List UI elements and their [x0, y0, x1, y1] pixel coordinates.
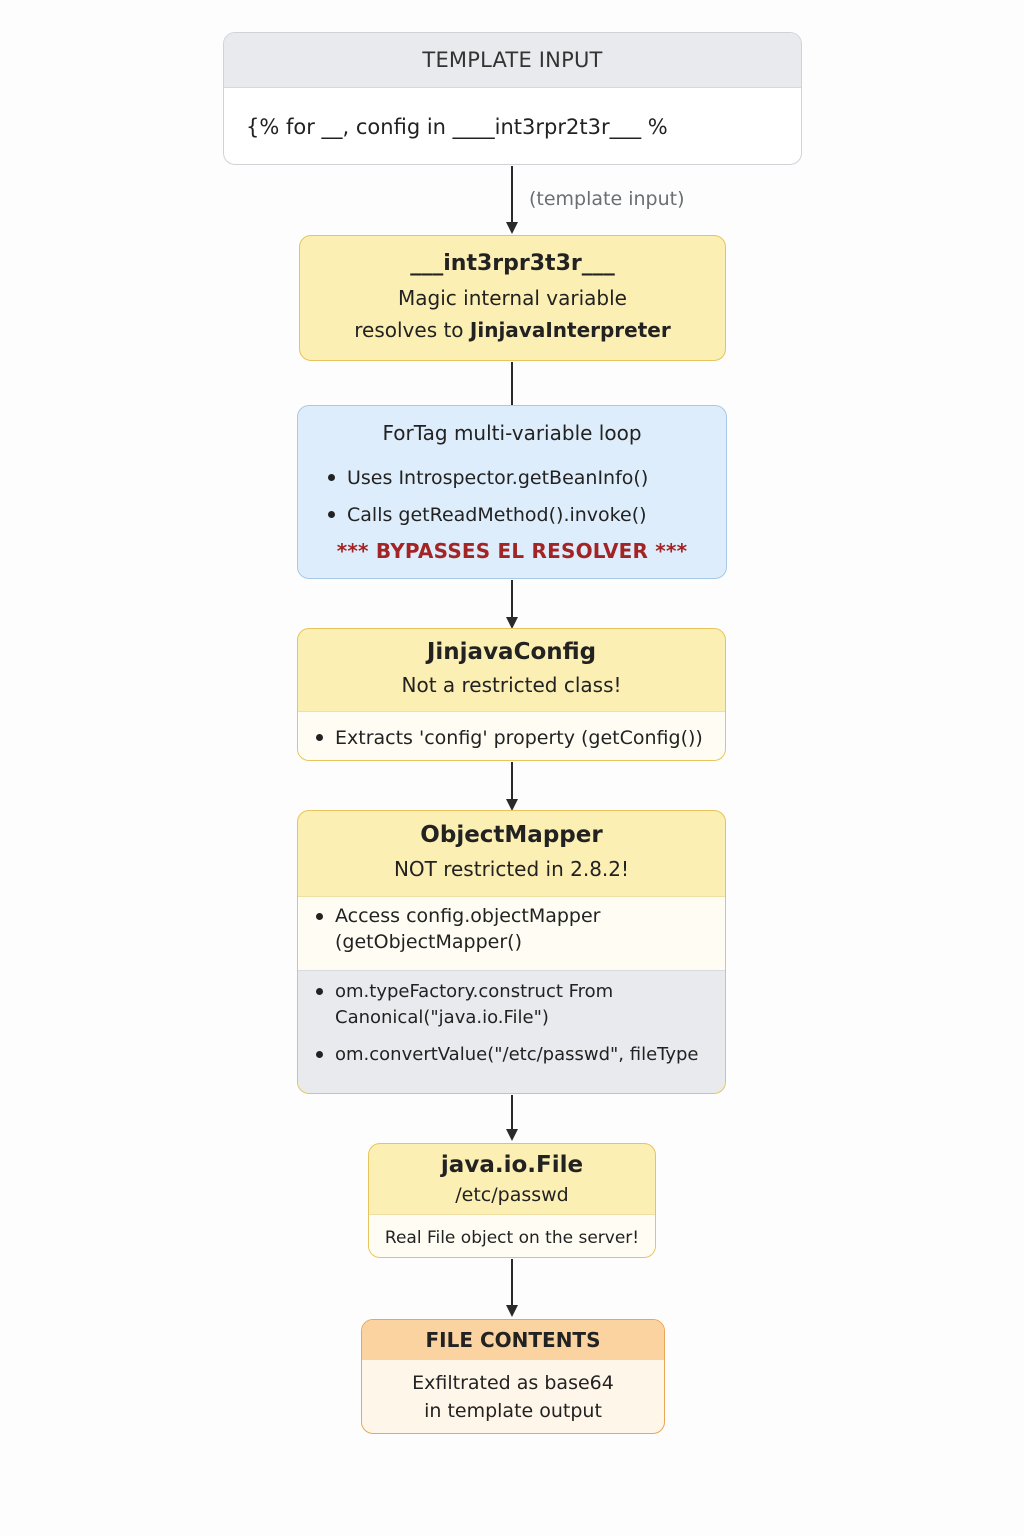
interpreter-resolves-class: JinjavaInterpreter	[469, 318, 671, 342]
bypass-warning: *** BYPASSES EL RESOLVER ***	[336, 539, 688, 563]
objectmapper-title: ObjectMapper	[420, 822, 603, 848]
config-item-text: Extracts 'config' property (getConfig())	[335, 726, 703, 749]
fortag-box: ForTag multi-variable loop Uses Introspe…	[297, 405, 727, 579]
bullet-icon	[316, 734, 323, 741]
list-item-prefix: Calls	[347, 503, 393, 526]
file-contents-header: FILE CONTENTS	[362, 1320, 664, 1360]
interpreter-resolves-prefix: resolves to	[354, 318, 470, 342]
bullet-icon	[328, 511, 335, 518]
list-item-code: Introspector.getBeanInfo()	[398, 466, 649, 489]
bullet-icon	[316, 988, 323, 995]
list-item-code: getReadMethod().invoke()	[398, 503, 647, 526]
file-note: Real File object on the server!	[369, 1214, 655, 1257]
list-item: Calls getReadMethod().invoke()	[328, 496, 726, 533]
list-item-prefix: Uses	[347, 466, 393, 489]
config-box: JinjavaConfig Not a restricted class! Ex…	[297, 628, 726, 761]
file-path: /etc/passwd	[455, 1184, 569, 1206]
file-header: java.io.File /etc/passwd	[369, 1144, 655, 1214]
access-code: config.objectMapper	[406, 905, 601, 927]
file-contents-line2: in template output	[424, 1400, 602, 1422]
typefactory-line2: Canonical("java.io.File")	[335, 1007, 549, 1028]
file-title: java.io.File	[440, 1152, 584, 1178]
bullet-icon	[328, 474, 335, 481]
interpreter-box: ___int3rpr3t3r___ Magic internal variabl…	[299, 235, 726, 361]
list-item: Uses Introspector.getBeanInfo()	[328, 459, 726, 496]
template-input-header: TEMPLATE INPUT	[224, 33, 801, 88]
interpreter-resolves: resolves to JinjavaInterpreter	[300, 318, 725, 342]
config-subtitle: Not a restricted class!	[401, 673, 622, 697]
objectmapper-calls: om.typeFactory.construct From Canonical(…	[298, 970, 725, 1093]
file-contents-box: FILE CONTENTS Exfiltrated as base64 in t…	[361, 1319, 665, 1434]
arrow-label: (template input)	[529, 188, 685, 210]
objectmapper-header: ObjectMapper NOT restricted in 2.8.2!	[298, 811, 725, 896]
config-header: JinjavaConfig Not a restricted class!	[298, 629, 725, 711]
template-input-code: {% for __, config in ____int3rpr2t3r___ …	[246, 115, 668, 139]
file-contents-line1: Exfiltrated as base64	[412, 1372, 614, 1394]
objectmapper-access-item: Access config.objectMapper (getObjectMap…	[298, 896, 725, 970]
access-continuation: (getObjectMapper()	[335, 931, 522, 953]
interpreter-description: Magic internal variable	[398, 286, 627, 310]
fortag-title: ForTag multi-variable loop	[298, 421, 726, 445]
bullet-icon	[316, 1051, 323, 1058]
fortag-list: Uses Introspector.getBeanInfo() Calls ge…	[298, 459, 726, 533]
file-box: java.io.File /etc/passwd Real File objec…	[368, 1143, 656, 1258]
fortag-title-rest: multi-variable loop	[447, 421, 642, 445]
config-title: JinjavaConfig	[426, 639, 597, 665]
access-prefix: Access	[335, 905, 401, 927]
fortag-title-name: ForTag	[382, 421, 448, 445]
objectmapper-box: ObjectMapper NOT restricted in 2.8.2! Ac…	[297, 810, 726, 1094]
template-input-box: TEMPLATE INPUT {% for __, config in ____…	[223, 32, 802, 165]
objectmapper-subtitle: NOT restricted in 2.8.2!	[393, 857, 630, 881]
interpreter-name: ___int3rpr3t3r___	[410, 251, 615, 276]
config-item: Extracts 'config' property (getConfig())	[298, 711, 725, 760]
convertvalue-line: om.convertValue("/etc/passwd", fileType	[335, 1044, 699, 1065]
typefactory-line1: om.typeFactory.construct From	[335, 981, 614, 1002]
bullet-icon	[316, 912, 323, 920]
